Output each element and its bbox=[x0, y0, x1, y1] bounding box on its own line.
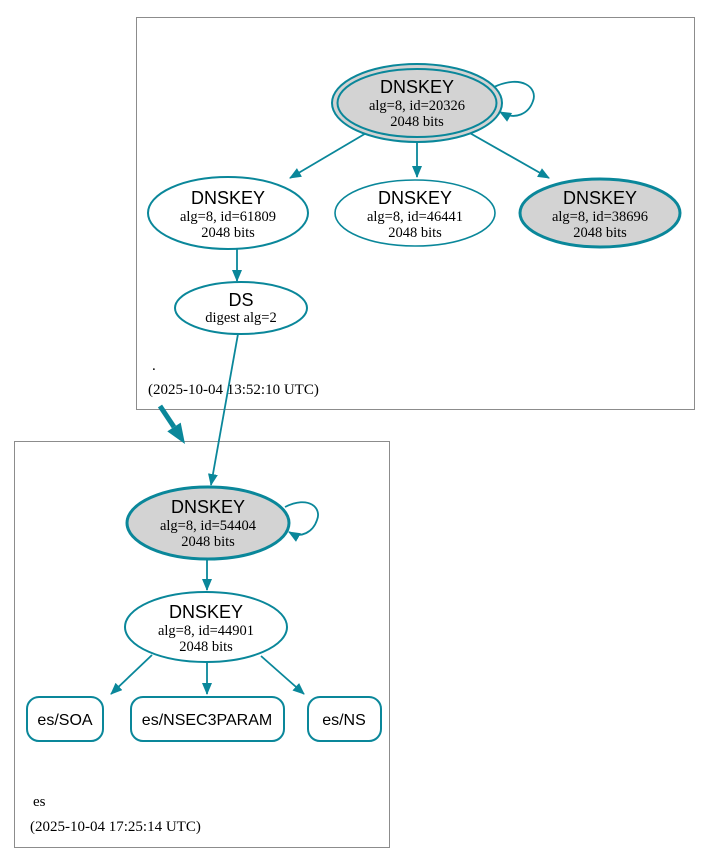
es-zsk-alg: alg=8, id=44901 bbox=[158, 623, 254, 639]
es-nsec3param-label: es/NSEC3PARAM bbox=[142, 712, 272, 729]
root-ds-digest: digest alg=2 bbox=[205, 310, 276, 326]
node-root-ksk-20326 bbox=[331, 63, 503, 143]
root-zsk-mid-bits: 2048 bits bbox=[388, 225, 442, 241]
node-root-ksk-38696 bbox=[518, 177, 682, 249]
edge-es-ksk-self-sign bbox=[284, 501, 319, 542]
node-root-ksk-20326-inner-ring bbox=[336, 68, 498, 138]
root-zsk-left-bits: 2048 bits bbox=[201, 225, 255, 241]
edge-root-ksk-self-sign bbox=[493, 81, 535, 122]
root-ksk-new-bits: 2048 bits bbox=[573, 225, 627, 241]
root-zone-box bbox=[136, 17, 695, 410]
edge-ds-to-es-ksk bbox=[208, 333, 239, 486]
node-es-soa-rrset bbox=[26, 696, 104, 742]
root-zsk-mid-title: DNSKEY bbox=[378, 188, 452, 208]
node-es-ns-rrset bbox=[307, 696, 382, 742]
edge-zsk44901-to-soa bbox=[110, 654, 153, 695]
root-zsk-mid-alg: alg=8, id=46441 bbox=[367, 209, 463, 225]
node-root-zsk-61809 bbox=[147, 176, 309, 250]
root-zone-timestamp: (2025-10-04 13:52:10 UTC) bbox=[148, 382, 319, 398]
edge-zsk44901-to-ns bbox=[260, 655, 305, 695]
es-ns-label: es/NS bbox=[322, 712, 366, 729]
es-ksk-title: DNSKEY bbox=[171, 497, 245, 517]
root-ksk-bits: 2048 bits bbox=[390, 114, 444, 130]
edge-delegation-root-to-es bbox=[157, 404, 177, 429]
es-soa-label: es/SOA bbox=[37, 712, 92, 729]
es-zsk-bits: 2048 bits bbox=[179, 639, 233, 655]
node-es-zsk-44901 bbox=[124, 591, 288, 663]
root-ksk-alg: alg=8, id=20326 bbox=[369, 98, 465, 114]
node-es-nsec3param-rrset bbox=[130, 696, 285, 742]
root-ksk-title: DNSKEY bbox=[380, 77, 454, 97]
root-ksk-new-alg: alg=8, id=38696 bbox=[552, 209, 648, 225]
node-root-ds bbox=[174, 281, 308, 335]
node-es-ksk-54404 bbox=[125, 485, 291, 561]
root-ksk-new-title: DNSKEY bbox=[563, 188, 637, 208]
edge-root-ksk-to-zsk61809 bbox=[289, 131, 369, 179]
root-ds-title: DS bbox=[228, 290, 253, 310]
node-root-zsk-46441 bbox=[334, 179, 496, 247]
es-ksk-alg: alg=8, id=54404 bbox=[160, 518, 257, 534]
edge-root-ksk-to-ksk38696 bbox=[467, 131, 550, 179]
root-zone-label: . bbox=[152, 358, 156, 374]
es-zone-box bbox=[14, 441, 390, 848]
es-ksk-bits: 2048 bits bbox=[181, 534, 235, 550]
root-zsk-left-alg: alg=8, id=61809 bbox=[180, 209, 276, 225]
es-zone-label: es bbox=[33, 794, 46, 810]
es-zone-timestamp: (2025-10-04 17:25:14 UTC) bbox=[30, 819, 201, 835]
root-zsk-left-title: DNSKEY bbox=[191, 188, 265, 208]
edge-delegation-arrowhead-icon bbox=[167, 422, 185, 444]
es-zsk-title: DNSKEY bbox=[169, 602, 243, 622]
